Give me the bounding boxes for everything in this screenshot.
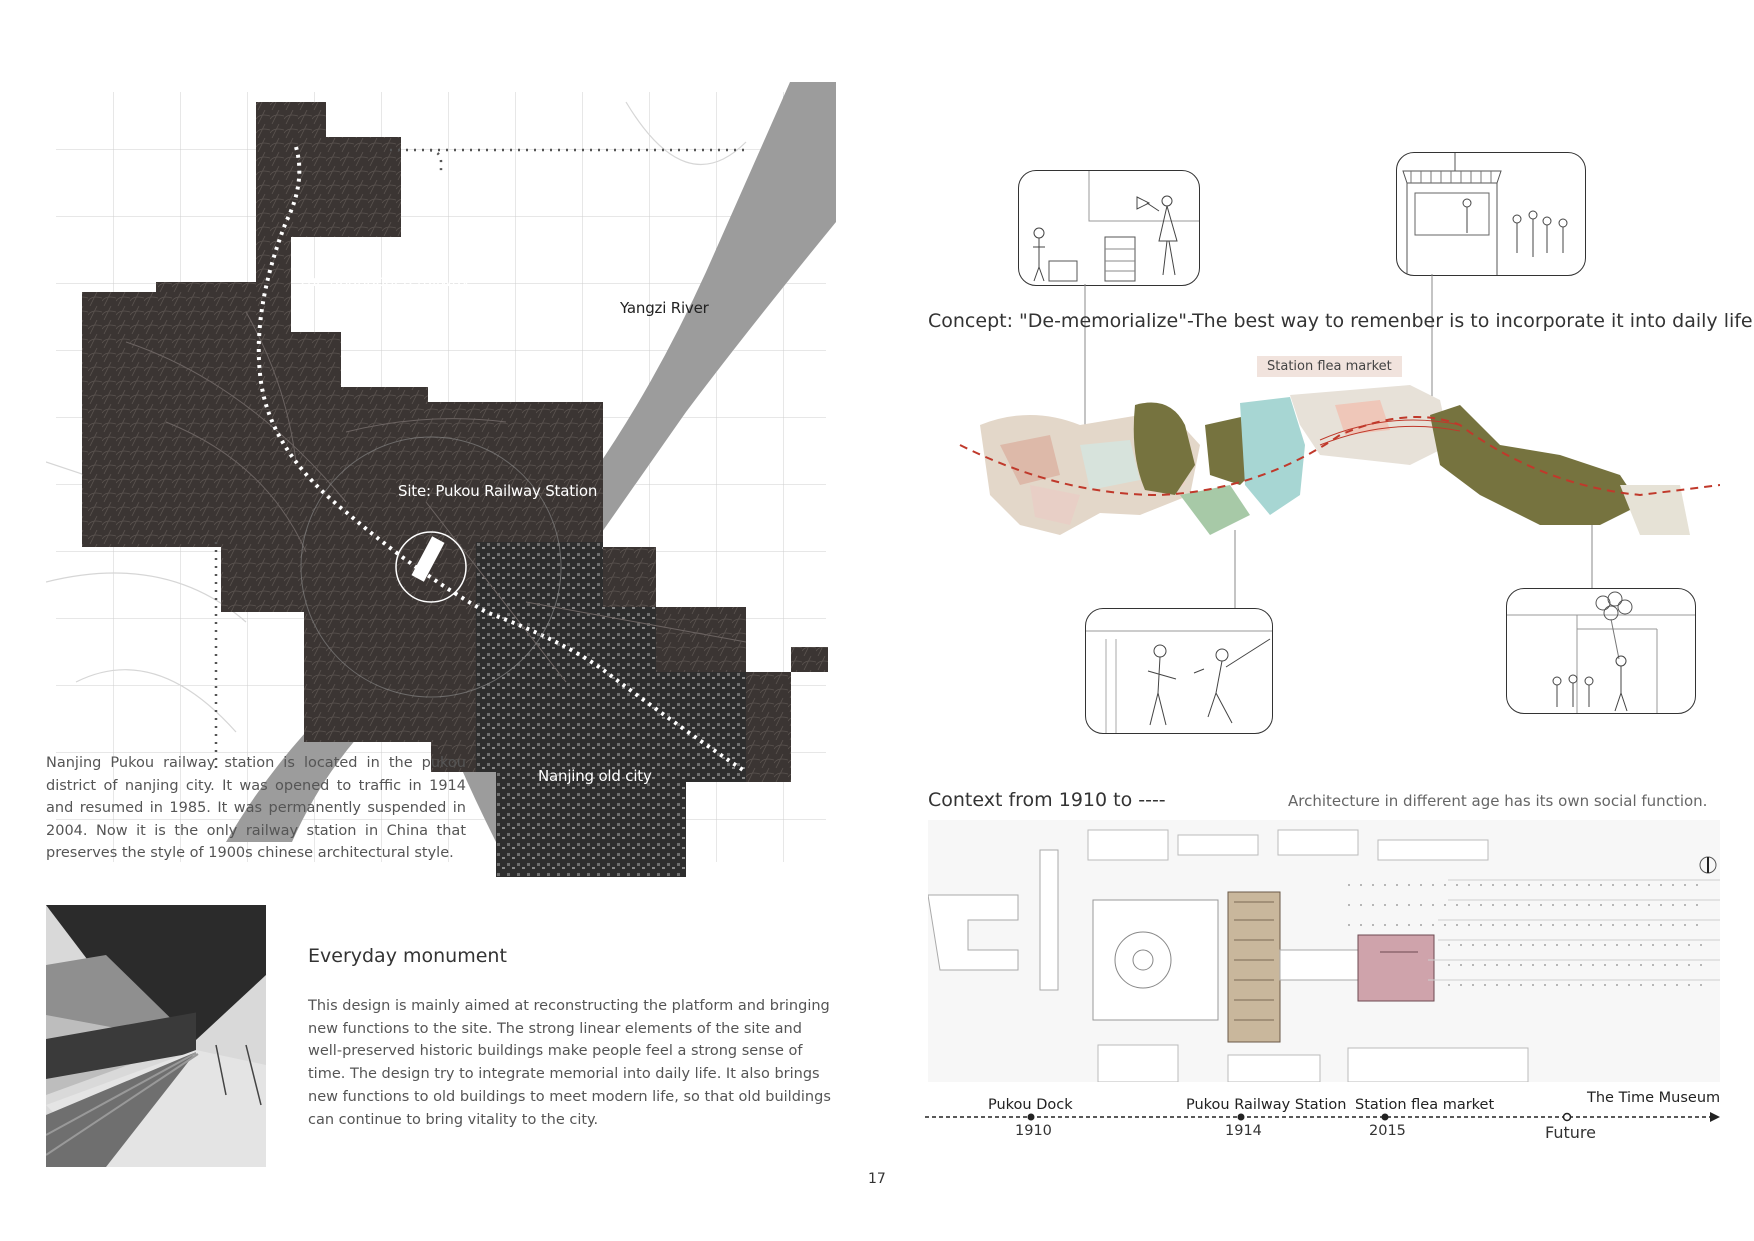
- yangzi-river-label: Yangzi River: [620, 299, 709, 317]
- timeline-dot-1910: [1027, 1113, 1035, 1121]
- linear-park-plan: [940, 385, 1721, 585]
- monument-title: Everyday monument: [308, 945, 507, 967]
- timeline-event-label: Pukou Railway Station: [1186, 1097, 1347, 1113]
- sketch-market-vendor: [1018, 170, 1200, 286]
- old-city-label: Nanjing old city: [538, 767, 652, 785]
- time-museum-block: [1357, 934, 1435, 1002]
- timeline-event-label: The Time Museum: [1587, 1090, 1721, 1106]
- timeline-dot-2015: [1381, 1113, 1389, 1121]
- timeline-event-year: 2015: [1369, 1123, 1406, 1139]
- timeline-event-year: 1914: [1225, 1123, 1262, 1139]
- station-plan-drawing: [927, 820, 1720, 1083]
- timeline-event-label: Pukou Dock: [988, 1097, 1073, 1113]
- linear-park-drawing: [959, 385, 1721, 535]
- kiosk-sketch-drawing: [1402, 153, 1568, 275]
- context-title: Context from 1910 to ----: [928, 789, 1166, 811]
- monument-description: This design is mainly aimed at reconstru…: [308, 998, 831, 1128]
- sketch-balloon-vendor: [1506, 588, 1696, 714]
- page-number: 17: [868, 1171, 886, 1187]
- vendor-sketch-drawing: [1033, 171, 1199, 282]
- olive-park: [1430, 405, 1640, 525]
- timeline-event-year: 1910: [1015, 1123, 1052, 1139]
- site-label: Site: Pukou Railway Station: [398, 482, 598, 500]
- water-body: [1240, 397, 1305, 515]
- timeline-event-label: Station flea market: [1355, 1097, 1495, 1113]
- abandoned-railway-line: [256, 146, 748, 774]
- timeline-axis: [925, 1112, 1720, 1122]
- sketch-kiosk: [1396, 152, 1586, 276]
- platform-photo-drawing: [45, 905, 266, 1167]
- site-context-map: The abandoned railway Yangzi River Site:…: [45, 82, 836, 882]
- platform-photo: [45, 905, 266, 1167]
- timeline-dot-future: [1562, 1112, 1572, 1122]
- performers-sketch-drawing: [1086, 630, 1272, 733]
- history-timeline: Pukou Dock 1910 Pukou Railway Station 19…: [925, 1085, 1725, 1145]
- balloon-sketch-drawing: [1507, 591, 1695, 713]
- site-map-drawing: [45, 82, 836, 877]
- old-city-texture: [476, 542, 746, 877]
- context-note: Architecture in different age has its ow…: [1288, 792, 1708, 810]
- timeline-event-year: Future: [1545, 1123, 1596, 1142]
- timeline-dot-1914: [1237, 1113, 1245, 1121]
- route-line: [959, 416, 1721, 497]
- sketch-performers: [1085, 608, 1273, 734]
- abandoned-railway-label: The abandoned railway: [298, 272, 470, 290]
- station-axonometric-plan: [927, 820, 1720, 1083]
- river-shape: [226, 82, 836, 842]
- flea-market-tag: Station flea market: [1257, 356, 1402, 377]
- station-marker: [411, 536, 445, 582]
- concept-title: Concept: "De-memorialize"-The best way t…: [928, 310, 1754, 332]
- map-caption: Nanjing Pukou railway station is located…: [46, 755, 466, 861]
- site-circle: [395, 531, 467, 603]
